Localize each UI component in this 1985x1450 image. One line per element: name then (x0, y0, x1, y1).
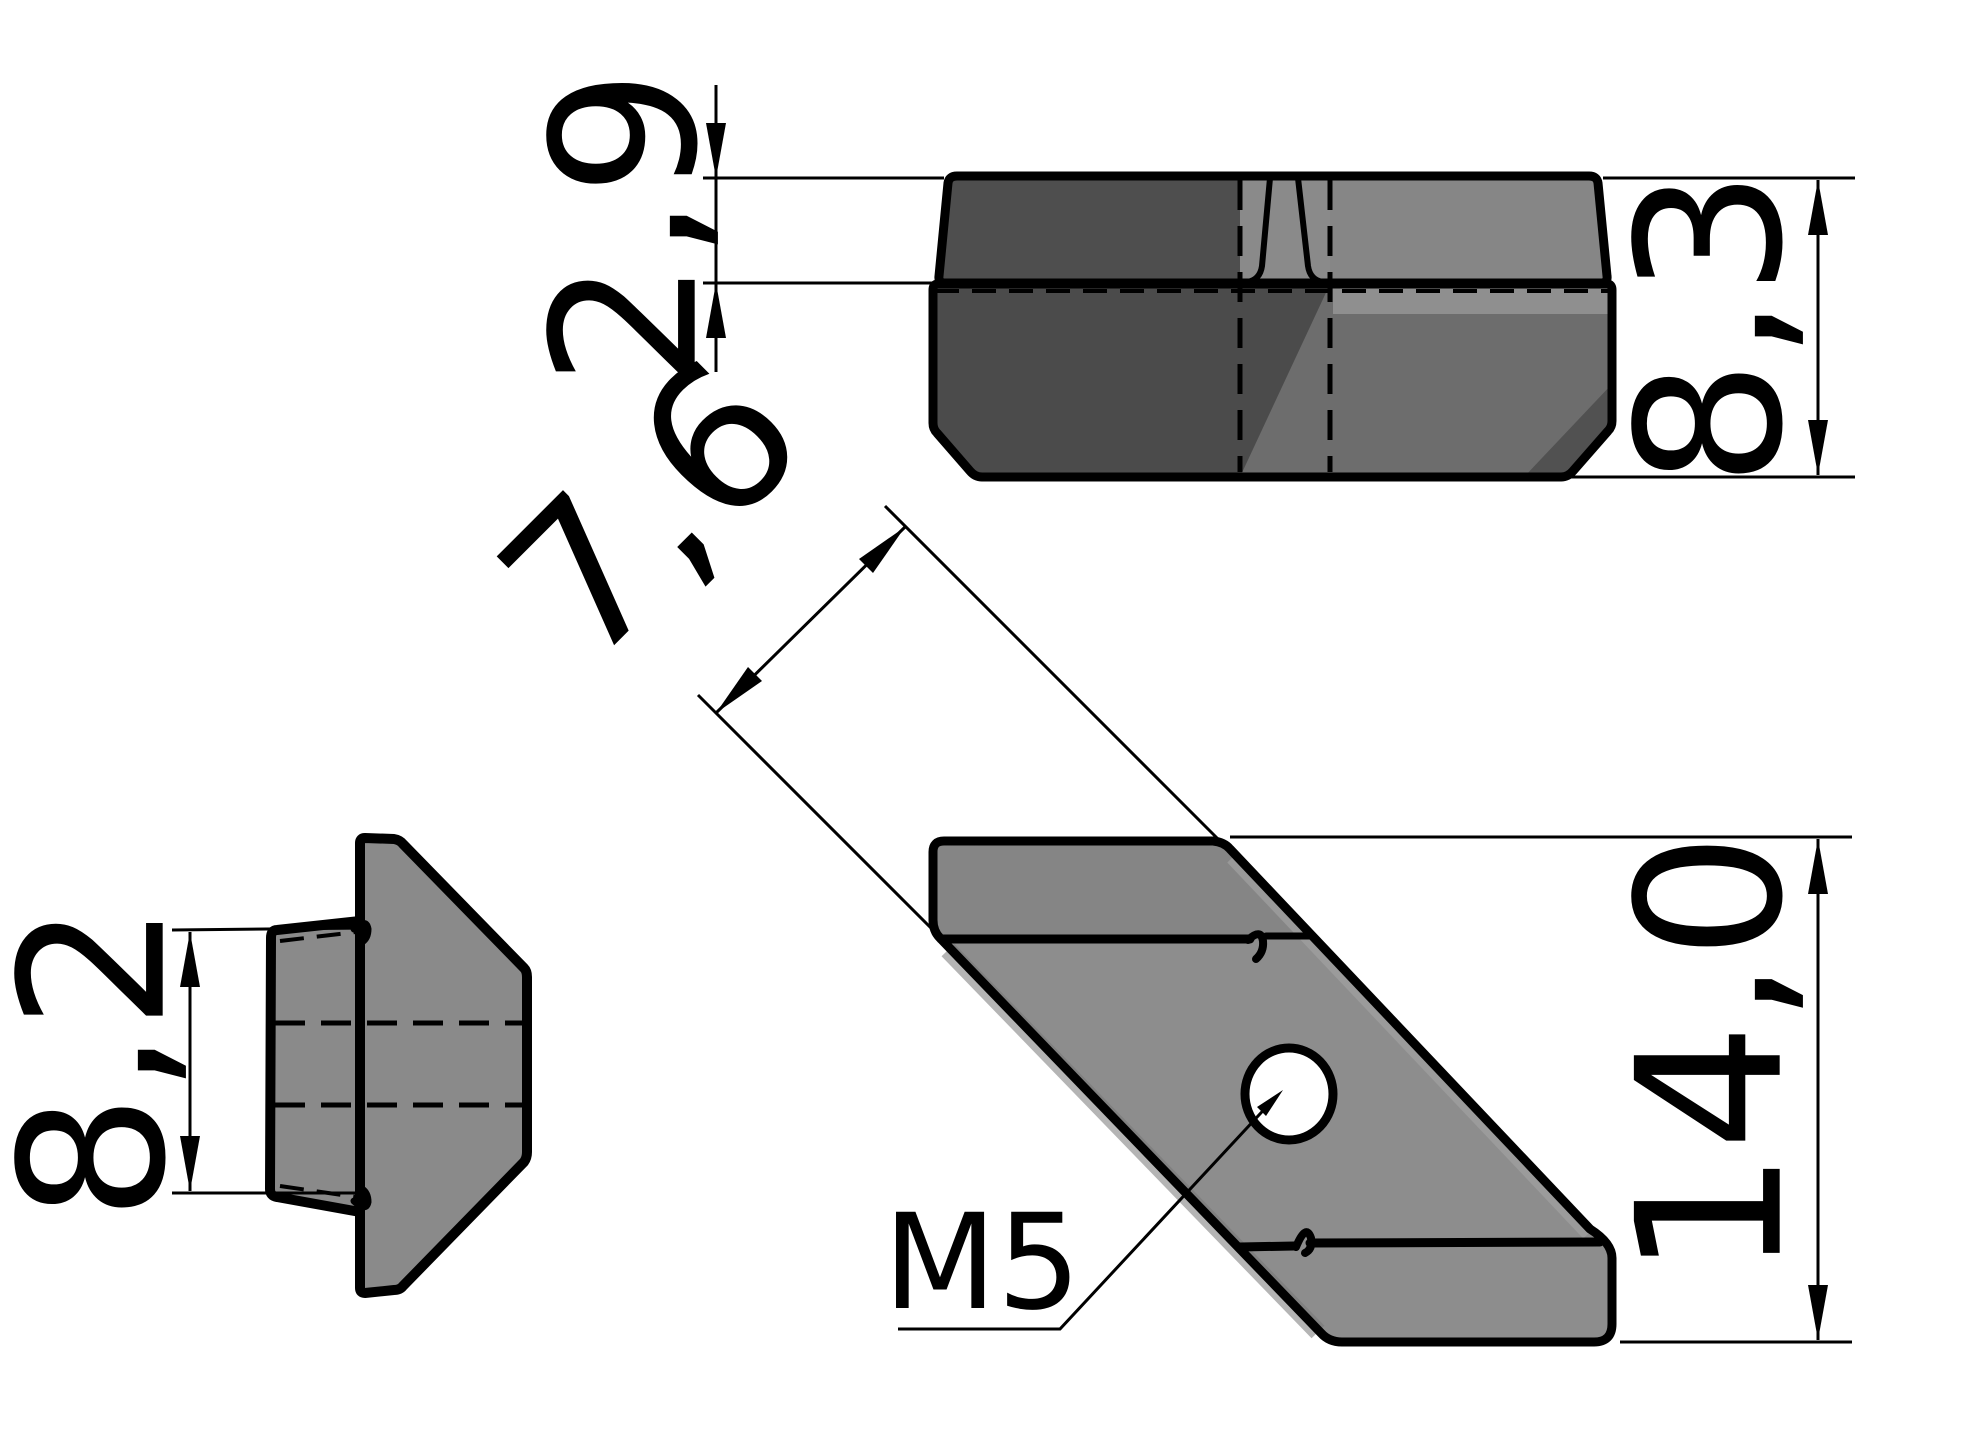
slot-edge-right (1295, 175, 1326, 285)
extension-line (883, 504, 1230, 851)
profile-flange-outline (265, 916, 365, 1217)
profile-body-face (360, 838, 527, 1293)
thread-hole (1240, 1043, 1338, 1145)
arrowhead (180, 932, 200, 987)
flange-tangent-line-lower-end (1305, 1237, 1605, 1248)
dimension-flange-height: 2,9 (510, 69, 944, 387)
thread-callout: M5 (883, 1090, 1283, 1340)
elevation-view (928, 171, 1617, 482)
dimension-body-width: 8,2 (0, 903, 368, 1221)
extension-line (171, 926, 368, 932)
arrowhead (1808, 420, 1828, 475)
arrowhead (180, 1136, 200, 1191)
body-face-dark (933, 284, 1330, 477)
dimension-value: 8,3 (1595, 169, 1828, 487)
dimension-value: 2,9 (510, 69, 743, 387)
body-corner-shade (1524, 384, 1612, 477)
flange-slot-face (1240, 176, 1330, 283)
dimension-value: 14,0 (1595, 832, 1828, 1277)
arrowhead (716, 667, 762, 713)
plan-view (928, 836, 1617, 1347)
tangent-hook-upper (1244, 930, 1268, 963)
end-view (265, 833, 532, 1298)
arrowhead (706, 283, 726, 338)
dimension-value: 8,2 (0, 903, 211, 1221)
arrowhead (706, 123, 726, 178)
tangent-hook-lower (1292, 1228, 1316, 1257)
flange-tangent-line-lower (1235, 1241, 1299, 1252)
arrowhead (859, 527, 905, 573)
profile-hook-upper (350, 920, 372, 946)
body-outline (928, 279, 1617, 482)
profile-body-outline (355, 833, 532, 1298)
plan-flange-band (933, 843, 1310, 939)
thread-label: M5 (883, 1186, 1081, 1340)
extension-line (696, 693, 943, 940)
leader-line (898, 1099, 1274, 1331)
hidden-edge-top (279, 930, 357, 943)
plan-outline (928, 836, 1617, 1347)
leader-arrowhead (1257, 1090, 1283, 1116)
dimension-length: 14,0 (1230, 832, 1852, 1344)
right-edge-highlight (1227, 853, 1593, 1239)
arrowhead (1808, 1285, 1828, 1340)
profile-flange-face (270, 921, 360, 1212)
slot-edge-left (1244, 175, 1273, 285)
dimension-total-height: 8,3 (1570, 169, 1855, 487)
arrowhead (1808, 839, 1828, 894)
flange-face-dark (938, 176, 1240, 283)
arrowhead (1808, 180, 1828, 235)
